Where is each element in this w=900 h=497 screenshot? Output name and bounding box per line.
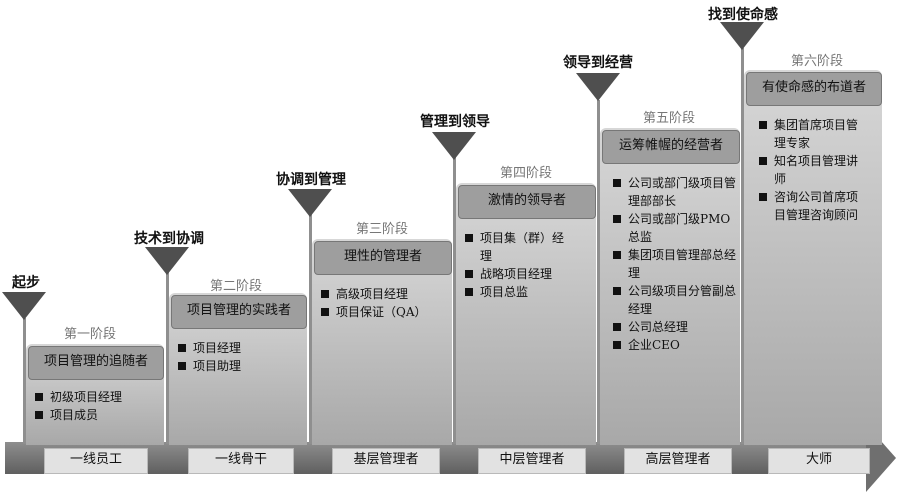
stage-3-title: 理性的管理者 <box>314 241 452 275</box>
stage-5-label: 第五阶段 <box>643 111 696 126</box>
stage-6-transition: 找到使命感 <box>708 7 778 23</box>
stage-4-title: 激情的领导者 <box>458 185 596 219</box>
stage-5-pole <box>597 100 600 444</box>
stage-2-column: 项目管理的实践者 项目经理 项目助理 <box>169 293 307 445</box>
stage-2-items: 项目经理 项目助理 <box>177 339 303 375</box>
stage-4-marker <box>432 132 476 160</box>
list-item: 咨询公司首席项目管理咨询顾问 <box>758 188 862 224</box>
stage-1-items: 初级项目经理 项目成员 <box>34 388 160 424</box>
stage-2-level: 一线骨干 <box>188 448 294 474</box>
stage-5-title: 运筹帷幄的经营者 <box>602 130 740 164</box>
list-item: 公司总经理 <box>612 318 738 336</box>
stage-3-items: 高级项目经理 项目保证（QA） <box>320 285 448 321</box>
stage-6-label: 第六阶段 <box>791 54 844 69</box>
list-item: 项目保证（QA） <box>320 303 448 321</box>
list-item: 战略项目经理 <box>464 265 574 283</box>
stage-1-column: 项目管理的追随者 初级项目经理 项目成员 <box>26 344 164 445</box>
stage-5-marker <box>576 73 620 101</box>
list-item: 企业CEO <box>612 336 738 354</box>
stage-4-items: 项目集（群）经理 战略项目经理 项目总监 <box>464 229 574 301</box>
stage-4-transition: 管理到领导 <box>420 114 490 130</box>
list-item: 项目集（群）经理 <box>464 229 574 265</box>
list-item: 项目成员 <box>34 406 160 424</box>
list-item: 项目总监 <box>464 283 574 301</box>
stage-6-items: 集团首席项目管理专家 知名项目管理讲师 咨询公司首席项目管理咨询顾问 <box>758 116 862 224</box>
stage-6-title: 有使命感的布道者 <box>746 72 882 106</box>
stage-1-transition: 起步 <box>12 275 40 291</box>
list-item: 公司或部门级PMO总监 <box>612 210 738 246</box>
stage-5-items: 公司或部门级项目管理部部长 公司或部门级PMO总监 集团项目管理部总经理 公司级… <box>612 174 738 354</box>
list-item: 初级项目经理 <box>34 388 160 406</box>
list-item: 知名项目管理讲师 <box>758 152 862 188</box>
list-item: 高级项目经理 <box>320 285 448 303</box>
stage-2-transition: 技术到协调 <box>134 231 204 247</box>
stage-1-title: 项目管理的追随者 <box>28 346 164 380</box>
stage-3-level: 基层管理者 <box>332 448 440 474</box>
list-item: 公司级项目分管副总经理 <box>612 282 738 318</box>
stage-1-level: 一线员工 <box>44 448 148 474</box>
stage-3-transition: 协调到管理 <box>276 172 346 188</box>
stage-5-level: 高层管理者 <box>624 448 732 474</box>
stage-1-marker <box>2 292 46 320</box>
stage-2-pole <box>166 270 169 444</box>
stage-6-level: 大师 <box>768 448 870 474</box>
stage-4-label: 第四阶段 <box>500 166 553 181</box>
stage-2-title: 项目管理的实践者 <box>171 295 307 329</box>
stage-6-column: 有使命感的布道者 集团首席项目管理专家 知名项目管理讲师 咨询公司首席项目管理咨… <box>744 70 882 445</box>
stage-1-label: 第一阶段 <box>64 327 117 342</box>
stage-5-transition: 领导到经营 <box>563 55 633 71</box>
stage-3-pole <box>309 212 312 444</box>
stage-4-pole <box>453 157 456 444</box>
list-item: 公司或部门级项目管理部部长 <box>612 174 738 210</box>
stage-1-pole <box>23 318 26 444</box>
list-item: 项目经理 <box>177 339 303 357</box>
stage-2-marker <box>145 247 189 275</box>
stage-3-column: 理性的管理者 高级项目经理 项目保证（QA） <box>312 239 452 445</box>
stage-6-marker <box>720 22 764 50</box>
stage-4-column: 激情的领导者 项目集（群）经理 战略项目经理 项目总监 <box>456 183 596 445</box>
stage-5-column: 运筹帷幄的经营者 公司或部门级项目管理部部长 公司或部门级PMO总监 集团项目管… <box>600 128 740 445</box>
stage-2-label: 第二阶段 <box>210 279 263 294</box>
list-item: 项目助理 <box>177 357 303 375</box>
list-item: 集团首席项目管理专家 <box>758 116 862 152</box>
stage-3-label: 第三阶段 <box>356 222 409 237</box>
list-item: 集团项目管理部总经理 <box>612 246 738 282</box>
stage-3-marker <box>288 189 332 217</box>
stage-4-level: 中层管理者 <box>478 448 586 474</box>
stage-6-pole <box>741 48 744 444</box>
